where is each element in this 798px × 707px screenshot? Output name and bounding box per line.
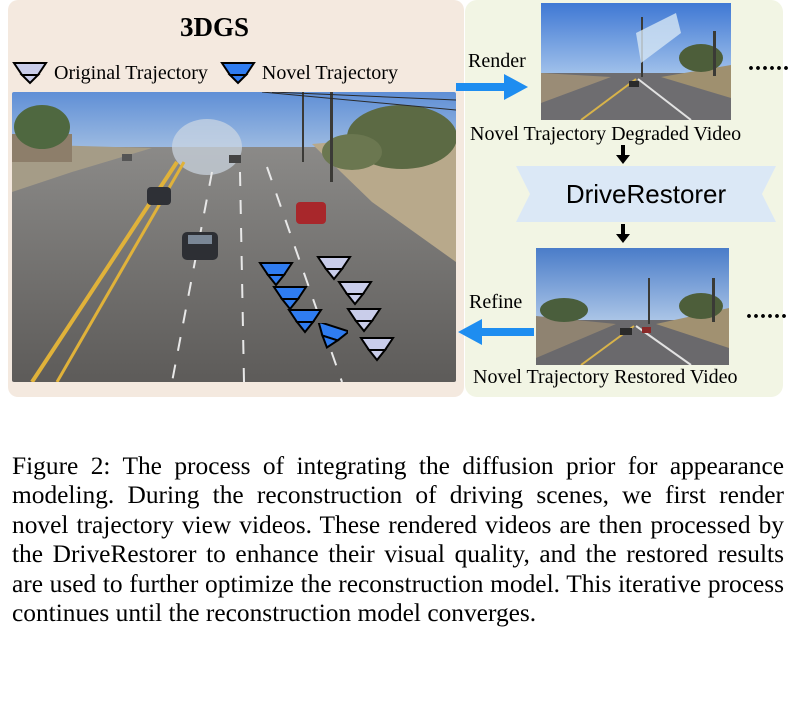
driverestorer-block: DriveRestorer <box>516 166 776 222</box>
legend-original-label: Original Trajectory <box>54 62 208 85</box>
ellipsis-bottom: ...... <box>746 298 788 325</box>
driverestorer-label: DriveRestorer <box>516 166 776 222</box>
camera-original-icon <box>316 254 352 282</box>
ellipsis-top: ...... <box>748 50 790 77</box>
panel-title: 3DGS <box>180 12 249 43</box>
degraded-video-label: Novel Trajectory Degraded Video <box>470 123 741 146</box>
render-arrow <box>456 72 530 102</box>
legend-novel-label: Novel Trajectory <box>262 62 398 85</box>
refine-arrow <box>458 317 534 347</box>
camera-original-icon <box>337 279 373 307</box>
camera-original-icon <box>359 335 395 363</box>
camera-original-icon <box>12 60 48 86</box>
camera-novel-icon <box>220 60 256 86</box>
restored-video-frame <box>536 248 729 365</box>
restored-video-label: Novel Trajectory Restored Video <box>473 366 738 389</box>
degraded-video-frame <box>541 3 731 120</box>
down-arrow <box>616 145 630 165</box>
legend: Original Trajectory Novel Trajectory <box>12 60 410 86</box>
down-arrow <box>616 224 630 244</box>
render-label: Render <box>468 50 526 73</box>
refine-label: Refine <box>469 291 522 314</box>
figure-caption: Figure 2: The process of integrating the… <box>12 452 784 628</box>
camera-novel-icon <box>312 323 348 353</box>
camera-original-icon <box>346 306 382 334</box>
